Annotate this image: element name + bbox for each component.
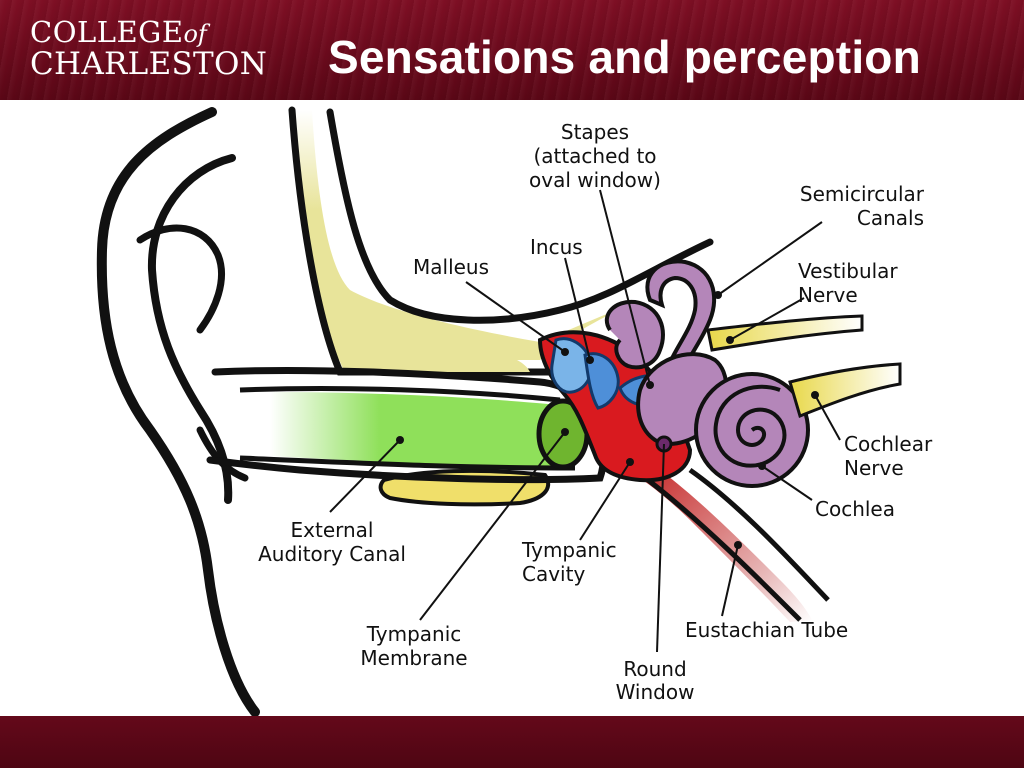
ear-anatomy-diagram: Stapes (attached to oval window) Semicir…: [96, 106, 933, 716]
label-external-1: External: [291, 518, 374, 542]
pinna-outline: [96, 107, 260, 716]
canal-wall-inner-bottom: [239, 455, 576, 471]
label-external-2: Auditory Canal: [258, 542, 406, 566]
label-cochlea: Cochlea: [815, 497, 895, 521]
label-tympanic-cavity-2: Cavity: [522, 562, 585, 586]
eustachian-outline-1: [646, 478, 802, 622]
label-eustachian: Eustachian Tube: [685, 618, 848, 642]
label-tympanic-cavity-1: Tympanic: [521, 538, 617, 562]
logo-line-1: COLLEGEof: [30, 15, 207, 49]
label-vestibular-2: Nerve: [798, 283, 858, 307]
college-logo[interactable]: COLLEGEof CHARLESTON: [30, 18, 267, 80]
cochlear-nerve: [788, 362, 902, 419]
leader-lines: [329, 189, 841, 653]
label-round-2: Window: [616, 680, 695, 704]
label-cochlear-1: Cochlear: [844, 432, 933, 456]
bone-upper-yellow: [318, 260, 530, 372]
header-bar: COLLEGEof CHARLESTON Sensations and perc…: [0, 0, 1024, 100]
label-stapes-3: oval window): [529, 168, 661, 192]
skull-outline-upper: [326, 108, 714, 324]
logo-line-2: CHARLESTON: [30, 46, 268, 82]
label-round-1: Round: [623, 657, 686, 681]
label-vestibular-1: Vestibular: [798, 259, 898, 283]
slide-title: Sensations and perception: [328, 31, 921, 83]
label-stapes-1: Stapes: [561, 120, 629, 144]
skull-outline-top: [288, 106, 564, 376]
pinna-helix: [136, 224, 225, 334]
label-malleus: Malleus: [413, 255, 489, 279]
label-tympanic-membrane-1: Tympanic: [366, 622, 462, 646]
label-stapes-2: (attached to: [533, 144, 656, 168]
canal-wall-inner-top: [239, 385, 561, 403]
label-tympanic-membrane-2: Membrane: [360, 646, 467, 670]
canal-wall-outer: [206, 366, 607, 484]
footer-bar: [0, 716, 1024, 768]
label-semicircular-2: Canals: [857, 206, 924, 230]
leader-dots: [396, 291, 819, 549]
vestibular-nerve: [706, 314, 864, 352]
pinna-inner-fold: [147, 154, 236, 504]
header-texture: [0, 0, 1024, 100]
label-cochlear-2: Nerve: [844, 456, 904, 480]
semicircular-loop-2: [604, 299, 665, 370]
label-incus: Incus: [530, 235, 583, 259]
label-semicircular-1: Semicircular: [800, 182, 925, 206]
eustachian-outline-2: [688, 467, 830, 602]
cochlea-spiral: [713, 384, 787, 468]
incus-bone: [583, 352, 620, 410]
external-auditory-canal: [270, 392, 584, 467]
